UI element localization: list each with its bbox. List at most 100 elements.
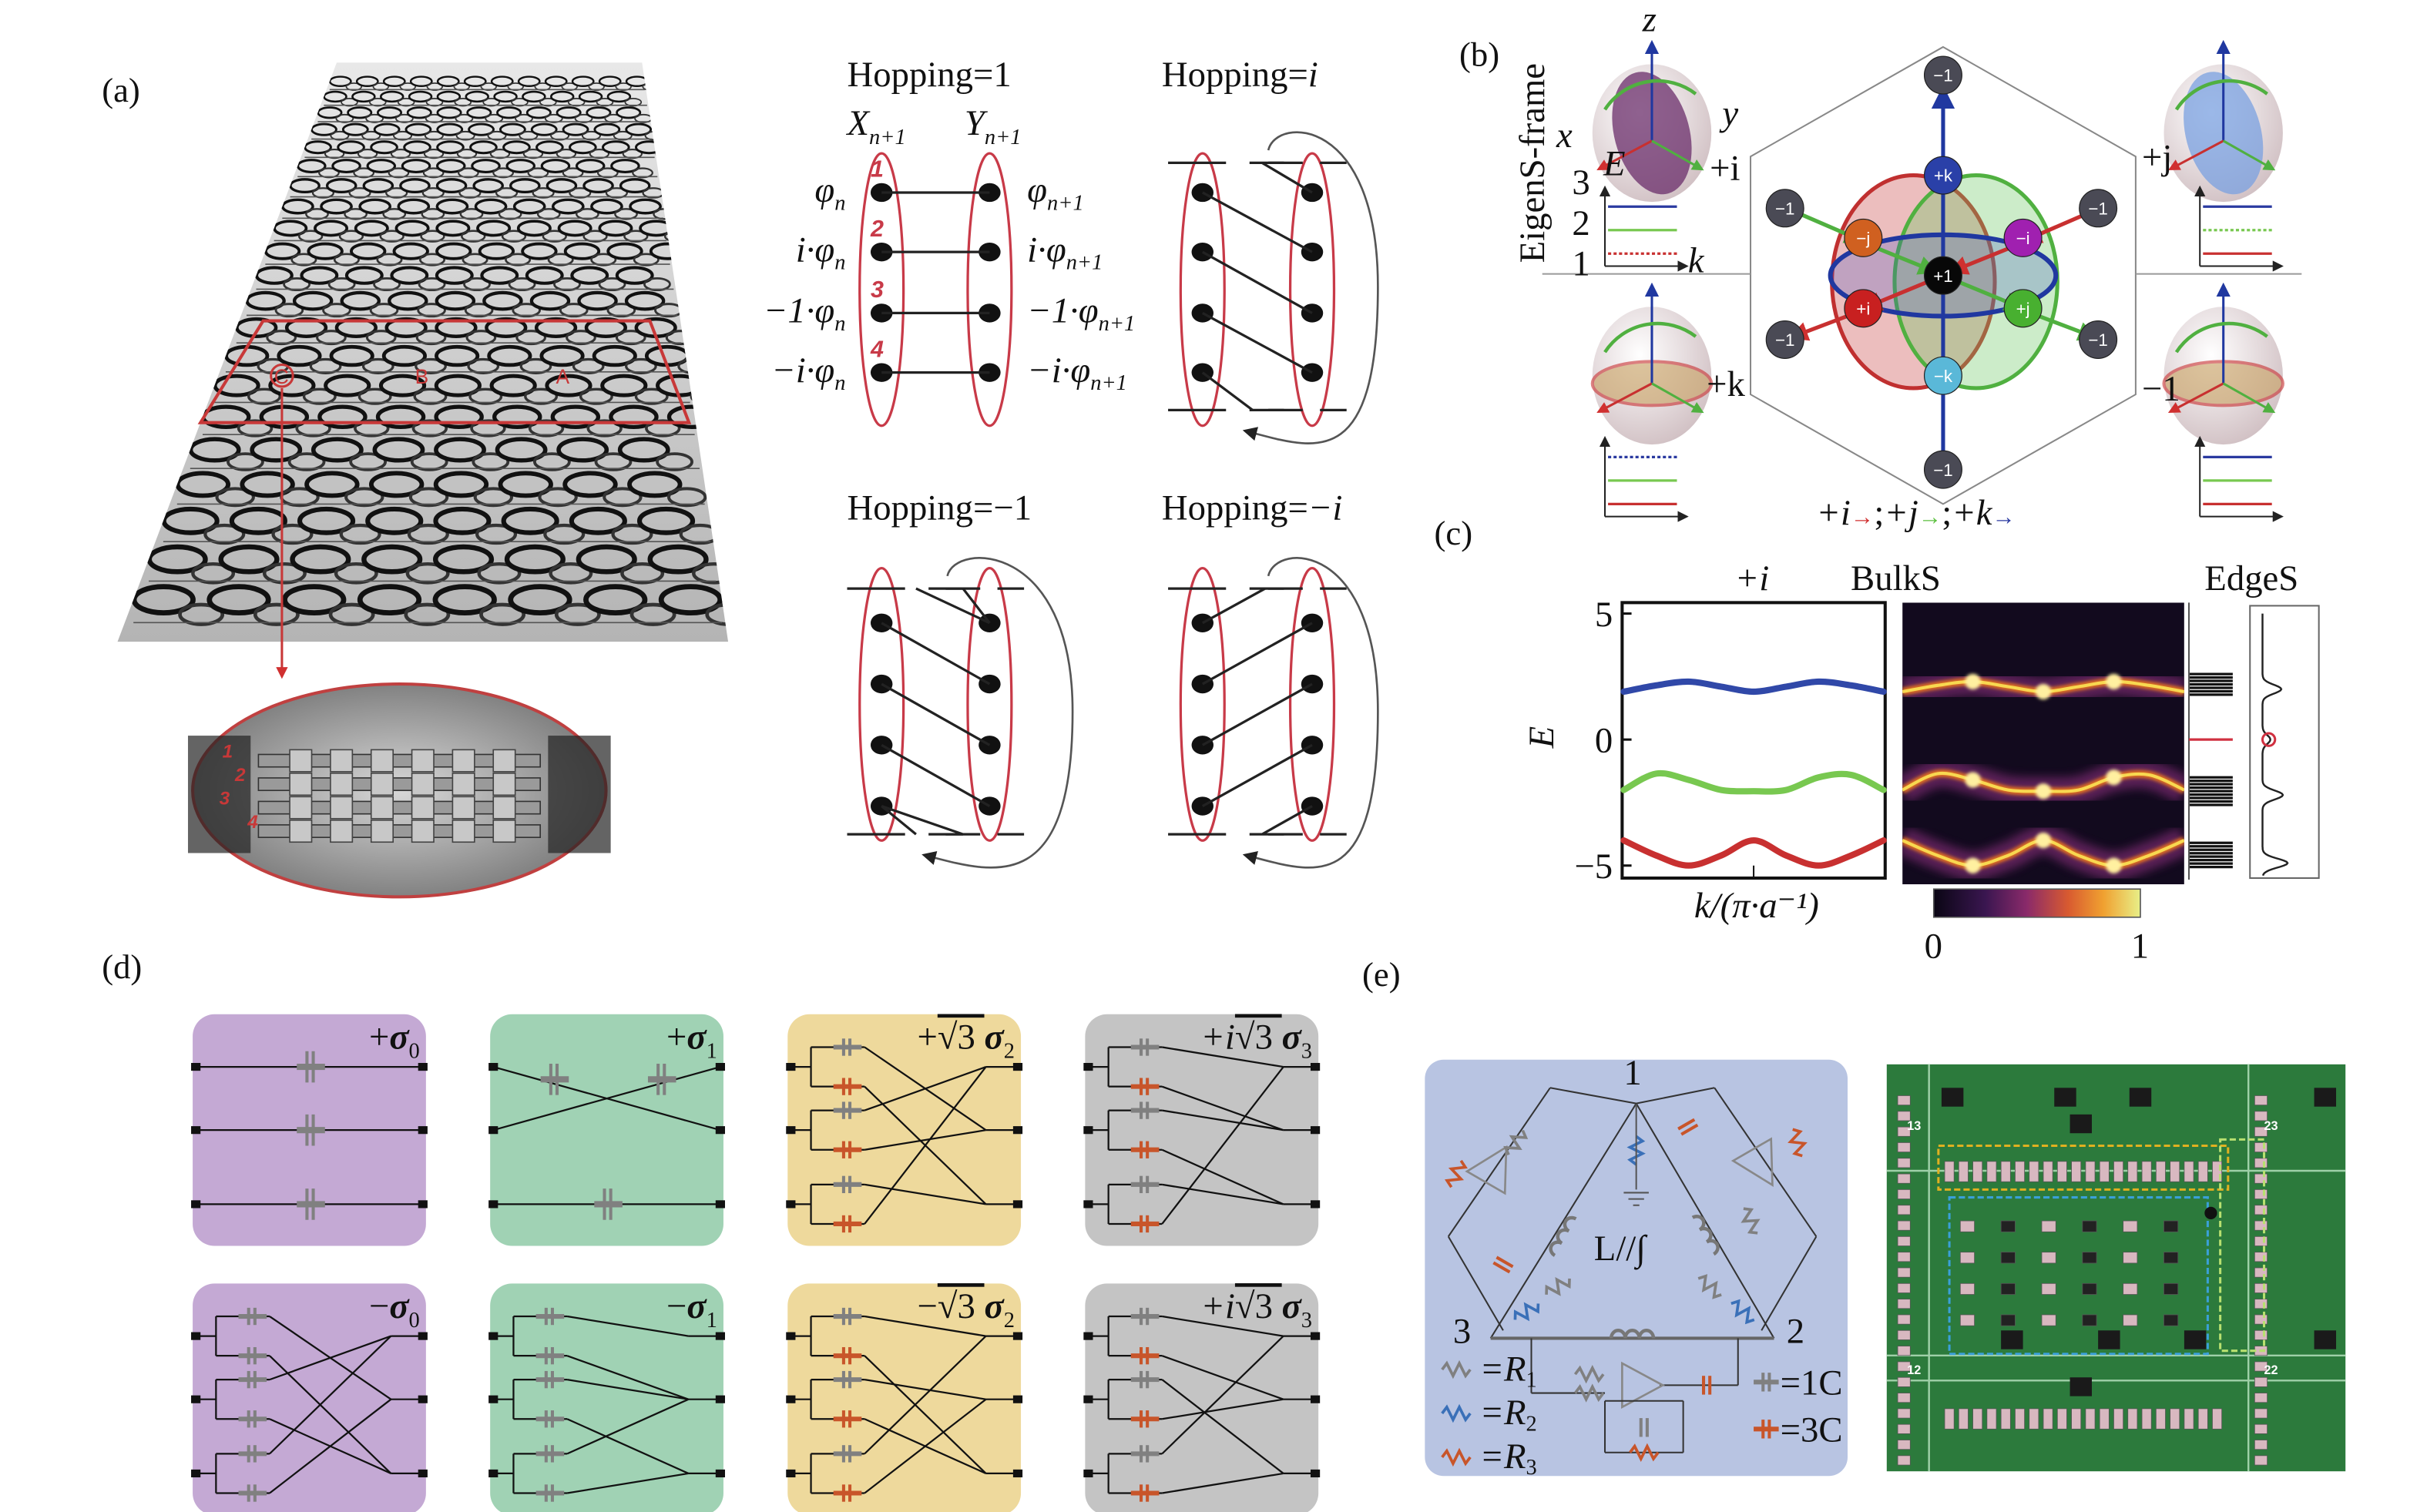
node-label-minus-one: −1 (1933, 66, 1952, 85)
smd-pad (1944, 1408, 1955, 1430)
heatmap-hotspot (2106, 673, 2122, 690)
coil (508, 584, 572, 616)
coil (161, 506, 220, 535)
coil (311, 122, 337, 136)
coil (590, 198, 623, 215)
port-label-4: 4 (247, 812, 258, 833)
coil (274, 303, 304, 318)
coil (586, 106, 612, 119)
series-line-band-2 (1620, 769, 1887, 795)
coil (289, 178, 321, 194)
tile-label-prefix: + (917, 1017, 937, 1058)
coil (562, 167, 584, 179)
tile-label-sub: 0 (409, 1309, 420, 1333)
capacitor-icon (1677, 1118, 1699, 1136)
panel-label-d: (d) (102, 947, 142, 986)
axis-label-x: x (1556, 116, 1573, 156)
coil (330, 130, 350, 141)
coil (505, 253, 532, 267)
wire (864, 1066, 987, 1225)
legend-text-0: +i (1816, 493, 1851, 533)
coil (633, 253, 660, 267)
op-amp-icon (1465, 1145, 1508, 1195)
coil (524, 387, 559, 405)
tile-label-sub: 1 (707, 1309, 717, 1333)
coil (344, 266, 384, 285)
phase-label-left: −i·φn (771, 350, 845, 395)
connector-block (492, 796, 516, 820)
coil (616, 106, 642, 119)
coil (175, 471, 231, 498)
coil (540, 159, 571, 173)
site-dot (1191, 183, 1214, 203)
region-marker (270, 363, 294, 388)
coil (545, 178, 578, 194)
wire (269, 1355, 392, 1474)
coil (590, 253, 617, 267)
resistor-icon (1573, 1364, 1605, 1384)
smd-component (2163, 1220, 2179, 1232)
smd-pad (2254, 1235, 2268, 1246)
coil (556, 106, 582, 119)
smd-component (2000, 1282, 2016, 1295)
coil (656, 452, 693, 471)
coil (235, 317, 278, 338)
coil (582, 230, 608, 243)
coil (578, 90, 603, 103)
coil (297, 159, 327, 173)
coil (358, 198, 392, 215)
smd-pad (2141, 1408, 2152, 1430)
smd-pad (2197, 1408, 2208, 1430)
coil (515, 113, 533, 123)
connector-block (330, 773, 354, 796)
coil (392, 242, 429, 260)
coil (191, 562, 236, 585)
coil (545, 374, 592, 397)
panel-label-c: (c) (1435, 514, 1473, 552)
tile-label-prefix: + (369, 1017, 389, 1058)
tile-label: +√3 σ2 (917, 1017, 1014, 1064)
circuit-tile-7: +i√3 σ3 (1083, 1283, 1321, 1512)
inductor-icon (1609, 1329, 1656, 1339)
circuit-tile-2: +√3 σ2 (786, 1014, 1023, 1246)
coil (492, 404, 542, 429)
coil (254, 266, 294, 285)
coil (562, 122, 589, 136)
coil (477, 562, 522, 585)
heatmap-hotspot (2035, 832, 2052, 849)
coil (658, 584, 723, 616)
node-label-minus-k: −k (1934, 367, 1953, 386)
tile-label: +i√3 σ3 (1200, 1286, 1312, 1333)
coil (615, 266, 654, 285)
coil (361, 544, 423, 575)
circuit-tile-6: −√3 σ2 (786, 1283, 1023, 1512)
coil (527, 167, 549, 179)
coil (250, 437, 303, 463)
connector-block (492, 773, 516, 796)
coil (544, 75, 568, 87)
tile-label-sigma: σ (985, 1286, 1005, 1326)
circuit-wire (1714, 1087, 1818, 1237)
coil (384, 317, 428, 338)
coil (645, 419, 681, 438)
coil (309, 357, 342, 374)
coil (304, 471, 360, 498)
pcb-label-23: 23 (2264, 1119, 2278, 1133)
tile-label-sub: 2 (1004, 1309, 1015, 1333)
wire (1161, 1148, 1284, 1205)
hopping-bond (881, 682, 991, 746)
cap-plate (1492, 1261, 1511, 1274)
rotation-legend: +i→;+j→;+k→ (1816, 493, 2016, 533)
resistor-icon (1629, 1443, 1660, 1462)
coil (624, 290, 666, 311)
coil (240, 471, 295, 498)
coil (596, 167, 619, 179)
coil (282, 584, 347, 616)
coil (467, 357, 500, 374)
panel-label-b: (b) (1459, 35, 1499, 73)
coil (436, 75, 460, 87)
coil (692, 562, 729, 585)
smd-pad (1897, 1314, 1911, 1325)
smd-component (2163, 1282, 2179, 1295)
